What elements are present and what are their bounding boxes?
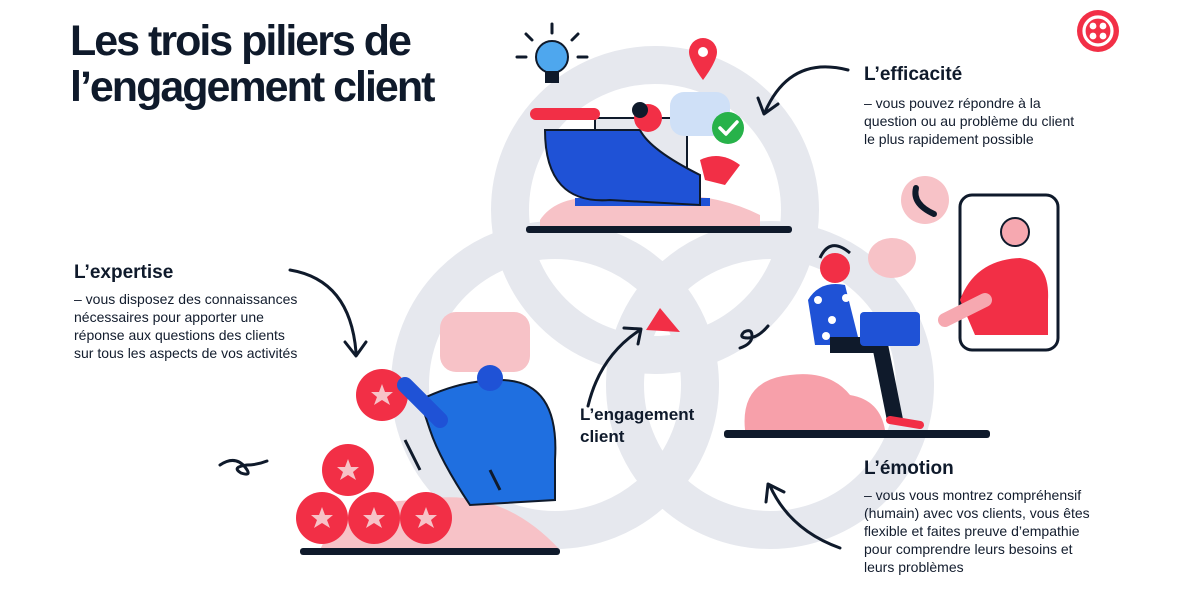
emotion-desc-line: – vous vous montrez compréhensif xyxy=(864,486,1090,504)
emotion-heading: L’émotion xyxy=(864,458,954,480)
expertise-heading: L’expertise xyxy=(74,262,173,284)
efficacite-desc-line: question ou au problème du client xyxy=(864,112,1074,130)
emotion-description: – vous vous montrez compréhensif (humain… xyxy=(864,486,1090,576)
efficacite-description: – vous pouvez répondre à la question ou … xyxy=(864,94,1074,148)
center-label: L’engagement client xyxy=(580,404,730,448)
emotion-desc-line: flexible et faites preuve d’empathie xyxy=(864,522,1090,540)
expertise-desc-line: nécessaires pour apporter une xyxy=(74,308,297,326)
efficacite-heading: L’efficacité xyxy=(864,64,962,86)
center-label-line-2: client xyxy=(580,426,730,448)
emotion-desc-line: leurs problèmes xyxy=(864,558,1090,576)
center-label-line-1: L’engagement xyxy=(580,404,730,426)
checkmark-icon xyxy=(712,112,744,144)
expertise-desc-line: réponse aux questions des clients xyxy=(74,326,297,344)
efficacite-desc-line: – vous pouvez répondre à la xyxy=(864,94,1074,112)
emotion-desc-line: pour comprendre leurs besoins et xyxy=(864,540,1090,558)
squiggle-left xyxy=(220,460,267,474)
expertise-description: – vous disposez des connaissances nécess… xyxy=(74,290,297,362)
efficacite-desc-line: le plus rapidement possible xyxy=(864,130,1074,148)
expertise-desc-line: sur tous les aspects de vos activités xyxy=(74,344,297,362)
expertise-desc-line: – vous disposez des connaissances xyxy=(74,290,297,308)
emotion-desc-line: (humain) avec vos clients, vous êtes xyxy=(864,504,1090,522)
arrow-icon xyxy=(290,270,356,352)
